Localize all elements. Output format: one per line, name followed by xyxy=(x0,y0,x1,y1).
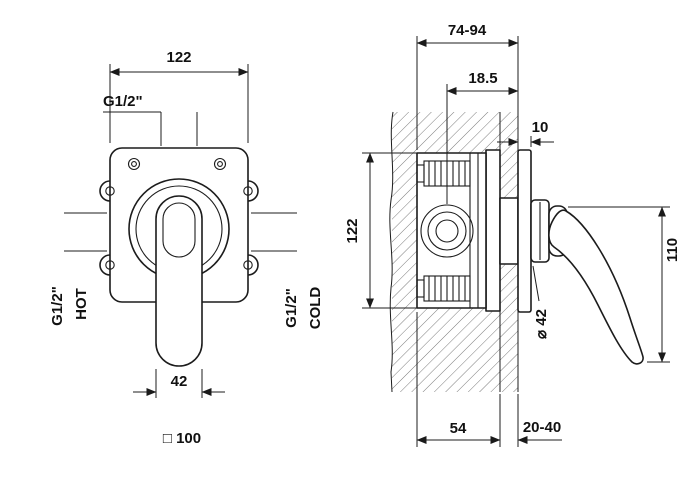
dim-plate-width: 122 xyxy=(166,49,191,66)
valve-sleeve xyxy=(499,197,519,265)
lever-handle-neck xyxy=(162,202,196,258)
cold-label: COLD xyxy=(307,287,324,330)
dim-depth-range: 74-94 xyxy=(448,22,487,39)
dim-lever-length: 110 xyxy=(664,238,681,262)
dim-plate-thickness: 10 xyxy=(532,119,549,136)
dim-center-depth: 18.5 xyxy=(468,70,497,87)
top-fixing-holes xyxy=(127,157,227,171)
cartridge-mid xyxy=(427,211,467,251)
dim-body-height: 122 xyxy=(344,218,361,243)
dim-escutcheon-diameter: ⌀ 42 xyxy=(533,309,550,339)
front-dimension-labels: 122 G1/2" G1/2" HOT G1/2" COLD 42 □ 100 xyxy=(49,49,324,447)
cartridge-outer xyxy=(420,204,474,258)
dim-finish-range: 20-40 xyxy=(523,419,561,436)
front-view: 122 G1/2" G1/2" HOT G1/2" COLD 42 □ 100 xyxy=(49,49,324,447)
hot-thread-label: G1/2" xyxy=(49,286,66,326)
cold-thread-label: G1/2" xyxy=(283,288,300,328)
lever-handle-front xyxy=(155,195,203,367)
dim-handle-width: 42 xyxy=(171,373,188,390)
dim-body-depth: 54 xyxy=(450,420,467,437)
wall-break-line xyxy=(389,111,394,393)
side-view: 74-94 18.5 10 122 110 ⌀ 42 54 20-40 xyxy=(344,22,681,447)
hot-label: HOT xyxy=(73,288,90,320)
side-dimension-labels: 74-94 18.5 10 122 110 ⌀ 42 54 20-40 xyxy=(344,22,681,437)
mounting-bracket xyxy=(485,149,501,312)
bottom-port-threads xyxy=(428,276,466,301)
top-thread-label: G1/2" xyxy=(103,93,143,110)
cover-plate-side xyxy=(517,149,532,313)
ear-screw-holes xyxy=(105,186,253,270)
cartridge-inner xyxy=(435,219,459,243)
side-dimension-lines xyxy=(362,36,670,447)
lever-blade xyxy=(548,209,644,365)
dim-plate-square: □ 100 xyxy=(163,430,201,447)
front-dimension-lines xyxy=(64,64,297,398)
rough-in-body xyxy=(416,152,487,309)
